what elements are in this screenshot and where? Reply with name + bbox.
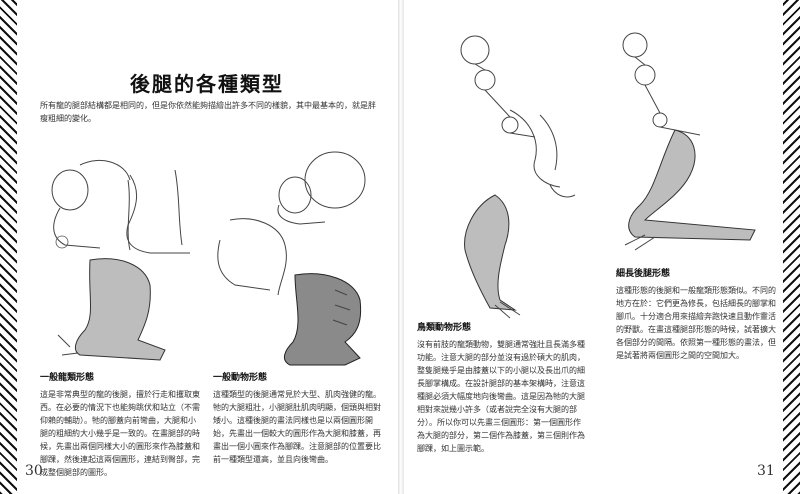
book-gutter [398,0,404,494]
long-leg-render [624,129,756,251]
bird-leg-outline-sketch [509,109,576,198]
bird-leg-construction-sketch [460,35,536,138]
caption-heading: 一般動物形態 [213,373,268,383]
left-decorative-border [0,0,17,494]
caption-heading: 細長後腿形態 [616,269,671,279]
page-number-left: 30 [25,463,43,479]
dragon-leg-render [57,258,166,361]
caption-heading: 鳥類動物形態 [417,323,472,333]
caption-body: 這種形態的後腿和一般龍類形態類似。不同的地方在於：它們更為修長，包括細長的腳掌和… [616,286,776,360]
right-decorative-border [783,0,800,494]
intro-paragraph: 所有龍的腿部結構都是相同的，但是你依然能夠描繪出許多不同的樣貌，其中最基本的，就… [40,101,376,123]
long-leg-construction-sketch [622,32,701,136]
dragon-leg-construction-sketch [51,159,131,251]
dragon-type-caption: 一般龍類形態 這是非常典型的龍的後腿，擅於行走和攫取東西。在必要的情況下也能夠跳… [40,372,200,479]
long-leg-type-caption: 細長後腿形態 這種形態的後腿和一般龍類形態類似。不同的地方在於：它們更為修長，包… [616,268,781,362]
caption-heading: 一般龍類形態 [40,373,95,383]
caption-body: 沒有前肢的龍類動物，雙腿通常強壯且長滿多種功能。注意大腿的部分並沒有過於碩大的肌… [417,340,585,453]
page-number-right: 31 [757,463,775,479]
caption-body: 這種類型的後腿通常見於大型、肌肉強健的龍。牠的大腿粗壯，小腿腿肚肌肉明顯，個頭與… [213,390,381,464]
caption-body: 這是非常典型的龍的後腿，擅於行走和攫取東西。在必要的情況下也能夠跳伏和站立（不需… [40,390,200,477]
animal-type-caption: 一般動物形態 這種類型的後腿通常見於大型、肌肉強健的龍。牠的大腿粗壯，小腿腿肚肌… [213,372,383,466]
page-title: 後腿的各種類型 [130,72,284,96]
animal-leg-construction-circles [277,151,366,225]
bird-leg-render [464,194,521,319]
bird-type-caption: 鳥類動物形態 沒有前肢的龍類動物，雙腿通常強壯且長滿多種功能。注意大腿的部分並沒… [417,322,587,455]
animal-leg-outline-sketch [217,218,287,296]
dragon-leg-outline-sketch [126,169,190,254]
animal-leg-render [283,273,362,366]
